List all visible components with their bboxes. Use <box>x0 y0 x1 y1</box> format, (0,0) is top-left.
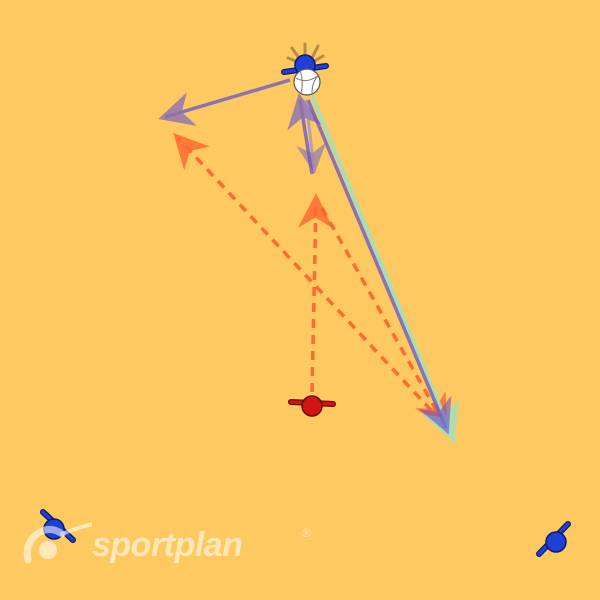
dribble-to-bottom-right <box>310 95 459 444</box>
pass-short-down <box>296 99 327 174</box>
pass-to-left <box>158 78 291 126</box>
movement-burst-icon <box>286 42 325 64</box>
sportplan-logo-icon <box>23 522 92 564</box>
defender-center <box>288 395 336 417</box>
watermark-registered-mark: ® <box>302 526 311 540</box>
sportplan-watermark: sportplan ® <box>22 520 322 570</box>
pass-to-bottom-right <box>306 99 452 435</box>
run-center-up <box>297 193 333 393</box>
ball-icon <box>293 68 321 96</box>
attacker-bottom-right <box>536 521 571 557</box>
watermark-text: sportplan <box>92 526 243 564</box>
run-diagonal-to-bottom-right <box>320 207 448 431</box>
run-diagonal-to-left <box>173 132 444 424</box>
